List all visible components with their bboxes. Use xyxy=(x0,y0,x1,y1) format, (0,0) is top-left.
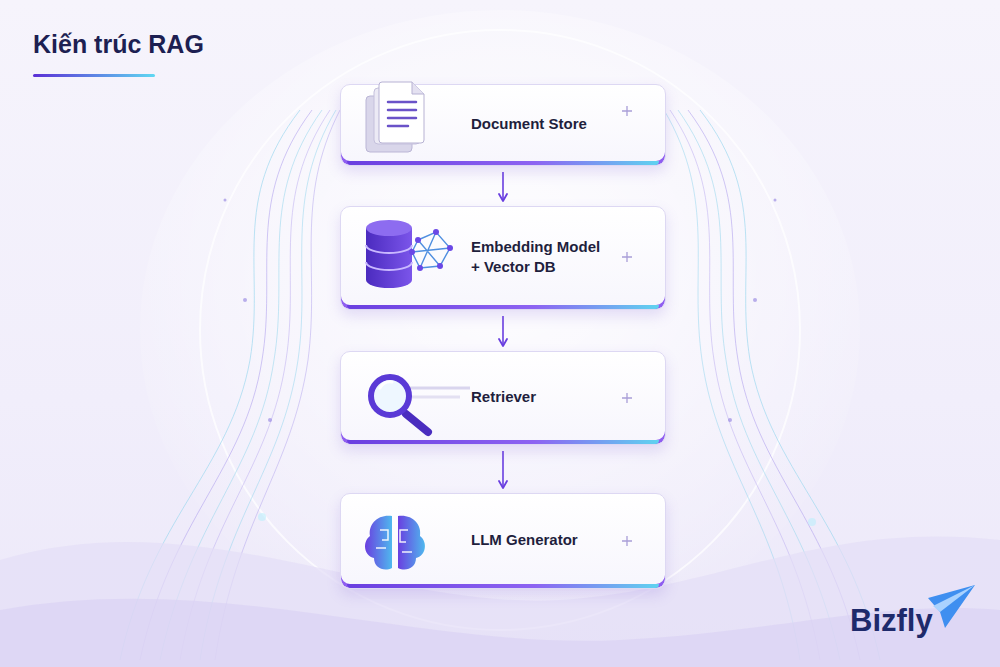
particles xyxy=(224,199,817,527)
node-text: Embedding Model + Vector DB xyxy=(471,237,606,278)
plus-mark xyxy=(622,106,632,546)
diagram-title: Kiến trúc RAG xyxy=(33,30,204,59)
node-text: LLM Generator xyxy=(471,530,641,550)
node-label: Retriever xyxy=(471,387,641,407)
process-box: LLM Generator xyxy=(340,493,666,589)
process-box: Embedding Model + Vector DB xyxy=(340,206,666,310)
flow-arrow xyxy=(502,316,504,346)
title-underline xyxy=(33,74,155,77)
node-label: Document Store xyxy=(471,114,641,134)
process-box: Document Store xyxy=(340,84,666,166)
node-text: Retriever xyxy=(471,387,641,407)
flow-arrow xyxy=(502,451,504,488)
brand-plane xyxy=(928,585,975,628)
node-label: Embedding Model + Vector DB xyxy=(471,237,606,278)
brand-logo: Bizfly xyxy=(850,603,933,639)
flow-arrow xyxy=(502,172,504,201)
node-text: Document Store xyxy=(471,114,641,134)
ring xyxy=(200,30,800,630)
process-box: Retriever xyxy=(340,351,666,445)
node-label: LLM Generator xyxy=(471,530,641,550)
bottom-wave xyxy=(0,599,1000,667)
